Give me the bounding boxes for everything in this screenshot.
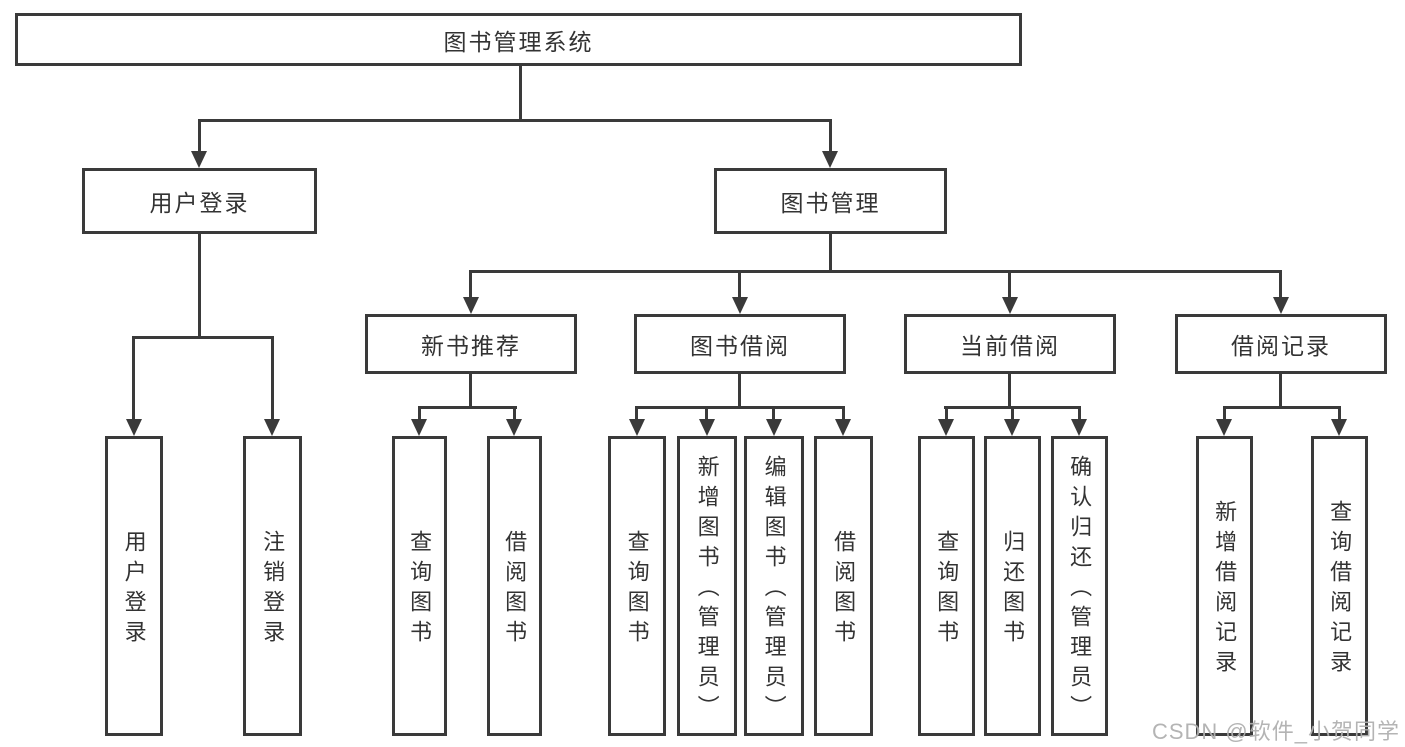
leaf-cb-query-book: 查询图书 — [918, 436, 975, 736]
connector-borrow-record-trunk — [1279, 374, 1282, 408]
connector-drop-br-add — [1223, 406, 1226, 421]
connector-drop-cb-return — [1011, 406, 1014, 421]
node-new-book-rec: 新书推荐 — [365, 314, 577, 374]
arrowhead-new-book-rec — [463, 297, 479, 314]
arrowhead-bb-add — [699, 419, 715, 436]
arrowhead-cb-return — [1004, 419, 1020, 436]
connector-user-login-rail — [132, 336, 274, 339]
node-book-borrow: 图书借阅 — [634, 314, 846, 374]
connector-user-login-trunk — [198, 234, 201, 339]
connector-drop-ul-logout — [271, 336, 274, 421]
arrowhead-br-query — [1331, 419, 1347, 436]
connector-new-book-rec-trunk — [469, 374, 472, 408]
leaf-cb-return-book: 归还图书 — [984, 436, 1041, 736]
leaf-bb-query-book: 查询图书 — [608, 436, 666, 736]
connector-drop-nbr-borrow — [513, 406, 516, 421]
arrowhead-cb-query — [938, 419, 954, 436]
connector-drop-current-borrow — [1008, 270, 1011, 299]
connector-book-borrow-rail — [635, 406, 844, 409]
leaf-nbr-query-book: 查询图书 — [392, 436, 447, 736]
connector-book-mgmt-rail — [470, 270, 1282, 273]
arrowhead-user-login — [191, 151, 207, 168]
csdn-watermark: CSDN @软件_小贺同学 — [1151, 719, 1400, 744]
connector-root-drop-book-mgmt — [829, 119, 832, 155]
connector-drop-bb-add — [705, 406, 708, 421]
connector-drop-bb-query — [635, 406, 638, 421]
connector-root-drop-user-login — [198, 119, 201, 155]
connector-borrow-record-rail — [1223, 406, 1340, 409]
arrowhead-book-mgmt — [822, 151, 838, 168]
arrowhead-bb-edit — [766, 419, 782, 436]
node-current-borrow: 当前借阅 — [904, 314, 1116, 374]
connector-root-rail — [198, 119, 832, 122]
arrowhead-borrow-record — [1273, 297, 1289, 314]
arrowhead-cb-confirm — [1071, 419, 1087, 436]
node-user-login: 用户登录 — [82, 168, 317, 234]
leaf-bb-add-book: 新增图书（管理员） — [677, 436, 737, 736]
connector-root-trunk — [519, 66, 522, 121]
arrowhead-bb-borrow — [835, 419, 851, 436]
connector-drop-bb-borrow — [842, 406, 845, 421]
arrowhead-bb-query — [629, 419, 645, 436]
leaf-bb-edit-book: 编辑图书（管理员） — [744, 436, 804, 736]
arrowhead-nbr-borrow — [506, 419, 522, 436]
arrowhead-ul-logout — [264, 419, 280, 436]
connector-new-book-rec-rail — [418, 406, 517, 409]
connector-drop-ul-login — [132, 336, 135, 421]
arrowhead-book-borrow — [732, 297, 748, 314]
connector-drop-nbr-query — [418, 406, 421, 421]
connector-drop-cb-confirm — [1078, 406, 1081, 421]
node-root: 图书管理系统 — [15, 13, 1022, 66]
connector-book-borrow-trunk — [738, 374, 741, 408]
node-book-mgmt: 图书管理 — [714, 168, 947, 234]
leaf-br-add-record: 新增借阅记录 — [1196, 436, 1253, 736]
connector-drop-cb-query — [945, 406, 948, 421]
leaf-br-query-record: 查询借阅记录 — [1311, 436, 1368, 736]
connector-drop-new-book-rec — [469, 270, 472, 299]
arrowhead-nbr-query — [411, 419, 427, 436]
connector-drop-bb-edit — [772, 406, 775, 421]
leaf-user-login: 用户登录 — [105, 436, 163, 736]
node-borrow-record: 借阅记录 — [1175, 314, 1387, 374]
connector-drop-borrow-record — [1279, 270, 1282, 299]
leaf-logout: 注销登录 — [243, 436, 302, 736]
arrowhead-current-borrow — [1002, 297, 1018, 314]
arrowhead-br-add — [1216, 419, 1232, 436]
arrowhead-ul-login — [126, 419, 142, 436]
leaf-bb-borrow-book: 借阅图书 — [814, 436, 873, 736]
connector-drop-book-borrow — [738, 270, 741, 299]
leaf-nbr-borrow-book: 借阅图书 — [487, 436, 542, 736]
leaf-cb-confirm-return: 确认归还（管理员） — [1051, 436, 1108, 736]
connector-drop-br-query — [1338, 406, 1341, 421]
connector-book-mgmt-trunk — [829, 234, 832, 273]
connector-current-borrow-trunk — [1008, 374, 1011, 408]
